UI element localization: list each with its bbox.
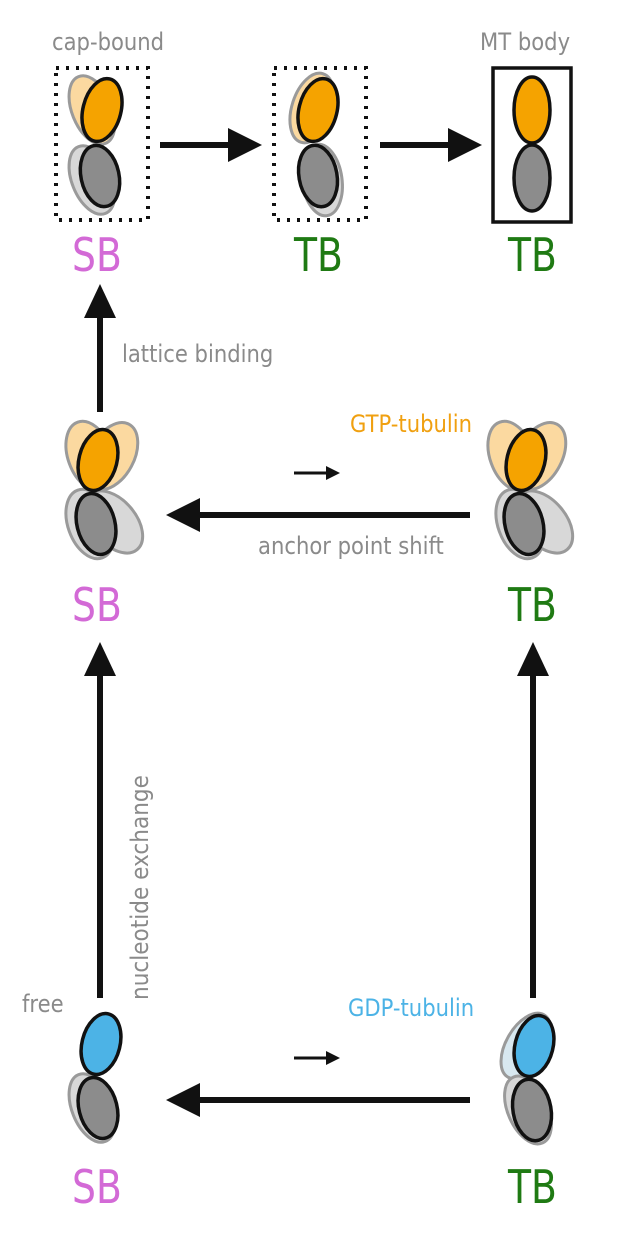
label-cap-bound: cap-bound bbox=[52, 28, 165, 56]
arrow-right-up bbox=[517, 642, 549, 998]
mt-body-box bbox=[491, 66, 573, 224]
dimer-gdp-tb bbox=[499, 1011, 556, 1146]
arrow-gdp-reverse bbox=[166, 1083, 470, 1117]
dimer-tb-cap bbox=[288, 71, 344, 218]
label-anchor-point-shift: anchor point shift bbox=[258, 532, 444, 560]
dimer-gtp-sb bbox=[64, 419, 145, 561]
dimer-gdp-free bbox=[67, 1011, 123, 1144]
state-top-right: TB bbox=[508, 228, 557, 282]
label-lattice-binding: lattice binding bbox=[122, 340, 274, 368]
arrow-small-forward-gdp bbox=[294, 1051, 340, 1065]
tb-dotted-box bbox=[272, 66, 368, 222]
arrow-cap-to-tb bbox=[160, 128, 262, 162]
arrow-lattice-binding bbox=[84, 284, 116, 412]
dimer-cap-bound bbox=[67, 74, 124, 216]
label-gdp-tubulin: GDP-tubulin bbox=[348, 994, 475, 1022]
state-bottom-left: SB bbox=[72, 1160, 122, 1214]
label-free: free bbox=[22, 990, 64, 1018]
arrow-nucleotide-exchange bbox=[84, 642, 116, 998]
label-mt-body: MT body bbox=[480, 28, 571, 56]
state-top-left: SB bbox=[72, 228, 122, 282]
arrow-tb-to-body bbox=[380, 128, 482, 162]
dimer-mt-body bbox=[512, 75, 552, 213]
arrow-anchor-point-shift bbox=[166, 498, 470, 532]
label-gtp-tubulin: GTP-tubulin bbox=[350, 410, 472, 438]
state-bottom-right: TB bbox=[508, 1160, 557, 1214]
arrow-small-forward-gtp bbox=[294, 466, 340, 480]
state-top-middle: TB bbox=[294, 228, 343, 282]
cap-bound-box bbox=[54, 66, 150, 222]
label-nucleotide-exchange: nucleotide exchange bbox=[126, 775, 154, 1000]
state-middle-right: TB bbox=[508, 578, 557, 632]
state-middle-left: SB bbox=[72, 578, 122, 632]
dimer-gtp-tb bbox=[486, 419, 575, 561]
